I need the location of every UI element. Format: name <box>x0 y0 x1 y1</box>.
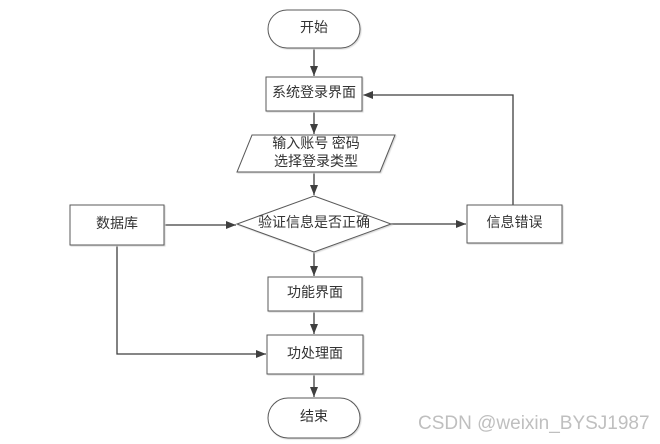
error-shape <box>466 204 563 244</box>
end-terminator-shape <box>267 397 361 439</box>
arrow-error-to-login <box>363 91 514 205</box>
verify-decision-shape <box>235 195 393 253</box>
login-screen-shape <box>265 76 363 112</box>
process-screen-shape <box>266 334 364 375</box>
shape-group <box>69 9 563 439</box>
function-screen-shape <box>267 276 363 312</box>
start-terminator-shape <box>267 9 361 49</box>
input-parallelogram-shape <box>236 134 396 173</box>
arrow-database-to-process <box>116 245 266 358</box>
watermark: CSDN @weixin_BYSJ1987 <box>418 413 650 434</box>
database-shape <box>69 204 165 246</box>
connector-group <box>116 48 514 397</box>
